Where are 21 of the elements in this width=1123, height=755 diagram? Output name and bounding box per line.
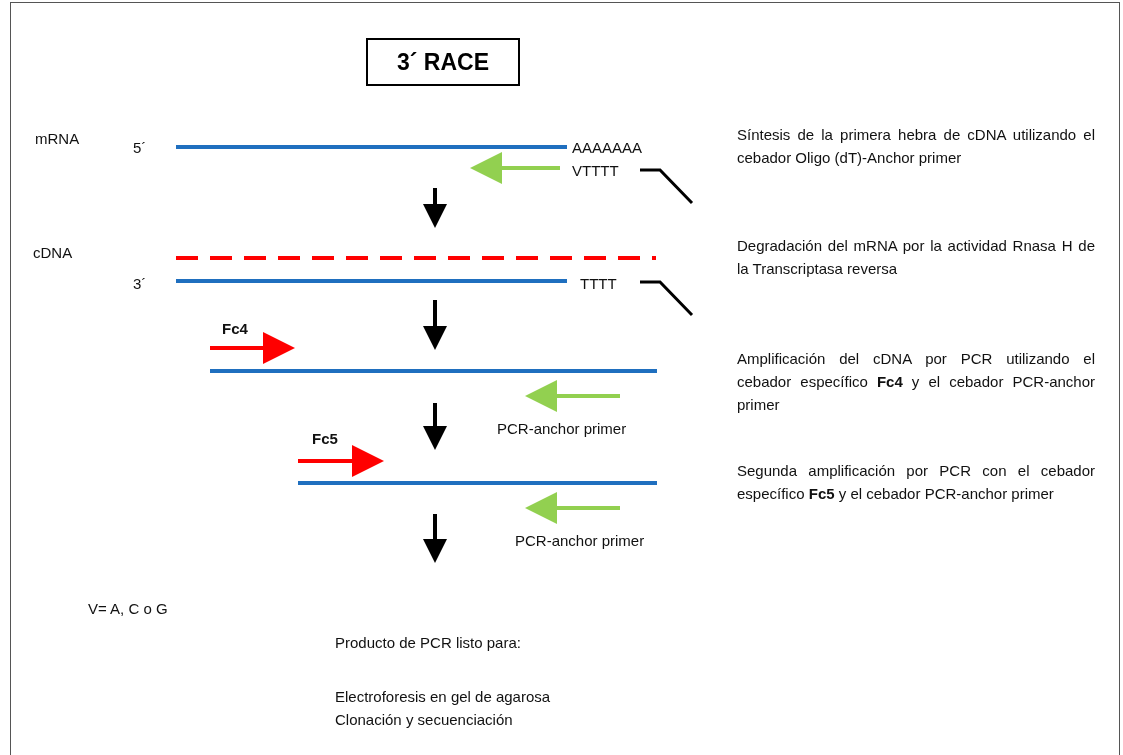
primer-label: Fc4 xyxy=(222,319,248,339)
sequence-label: VTTTT xyxy=(572,161,619,181)
step-description: Segunda amplificación por PCR con el cebador específico Fc5 y el cebador PCR-anchor primer xyxy=(737,461,1095,504)
end-label: 5´ xyxy=(133,138,147,158)
step-description: Síntesis de la primera hebra de cDNA utilizando el cebador Oligo (dT)-Anchor primer xyxy=(737,125,1095,168)
step-description: Degradación del mRNA por la actividad Rnasa H de la Transcriptasa reversa xyxy=(737,236,1095,279)
note: Clonación y secuenciación xyxy=(335,710,513,730)
step-description: Amplificación del cDNA por PCR utilizando el cebador específico Fc4 y el cebador PCR-anchor primer xyxy=(737,349,1095,415)
strand-label: cDNA xyxy=(33,243,73,263)
title-box xyxy=(366,38,520,86)
end-label: 3´ xyxy=(133,274,147,294)
primer-label: PCR-anchor primer xyxy=(497,419,627,439)
sequence-label: TTTT xyxy=(580,274,617,294)
sequence-label: AAAAAAA xyxy=(572,138,643,158)
title-text: 3´ RACE xyxy=(397,47,489,77)
strand-label: mRNA xyxy=(35,129,80,149)
note: Electroforesis en gel de agarosa xyxy=(335,687,551,707)
primer-label: Fc5 xyxy=(312,429,338,449)
primer-label: PCR-anchor primer xyxy=(515,531,645,551)
note: V= A, C o G xyxy=(88,599,168,619)
note: Producto de PCR listo para: xyxy=(335,633,521,653)
